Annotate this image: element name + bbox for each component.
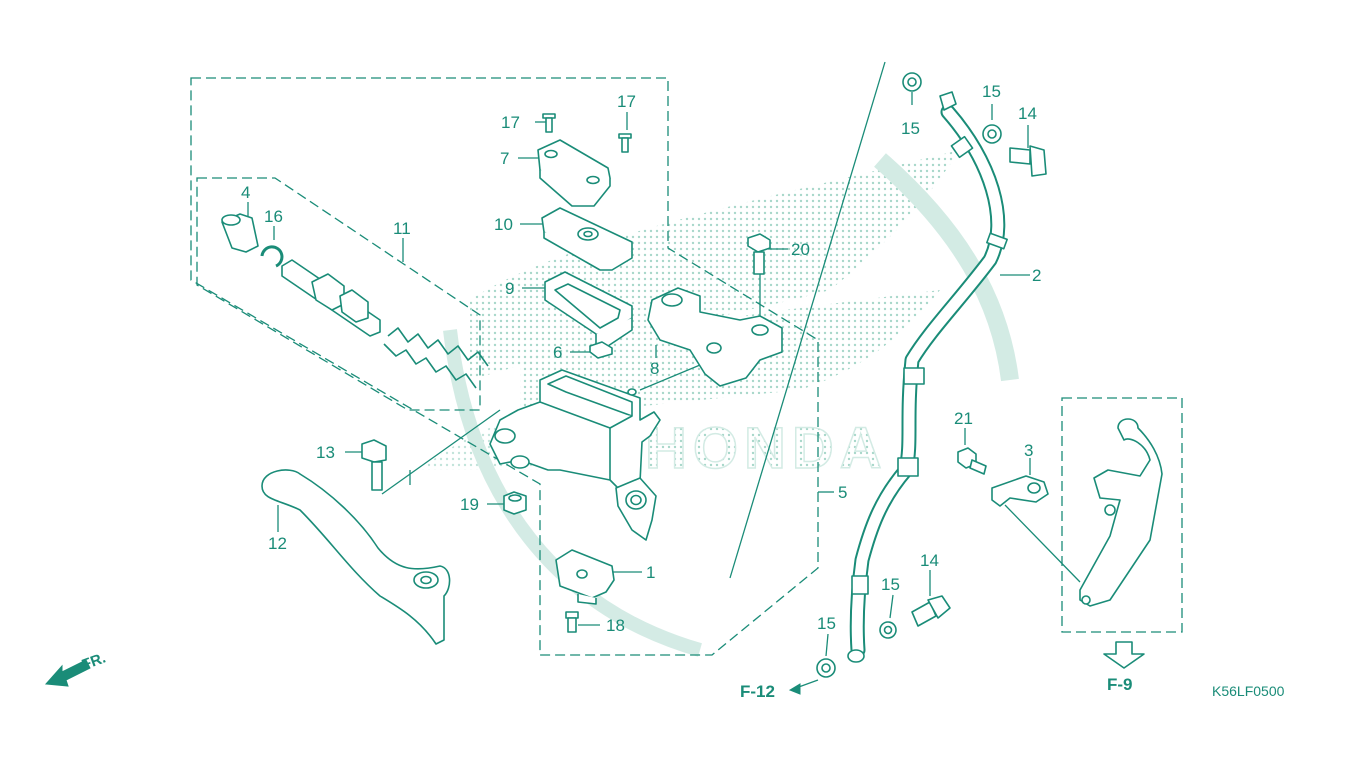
- callout-14: 14: [920, 551, 939, 570]
- brake-hose: [847, 91, 1008, 663]
- reservoir-cap: [537, 139, 611, 207]
- callout-12: 12: [268, 534, 287, 553]
- callout-17: 17: [501, 113, 520, 132]
- callout-16: 16: [264, 207, 283, 226]
- diaphragm-plate: [541, 207, 633, 271]
- callout-6: 6: [553, 343, 562, 362]
- watermark-text: HONDA: [645, 416, 888, 481]
- callout-8: 8: [650, 359, 659, 378]
- callout-14: 14: [1018, 104, 1037, 123]
- boot: [221, 213, 259, 253]
- callout-15: 15: [901, 119, 920, 138]
- callout-1: 1: [646, 563, 655, 582]
- screw-17-right: [618, 133, 632, 153]
- nut-19: [503, 491, 527, 515]
- callout-labels: 17 17 7 10 9 6 8 4 16 11 13 12 19 18 1 2…: [80, 82, 1285, 701]
- callout-19: 19: [460, 495, 479, 514]
- pivot-bolt: [361, 439, 387, 491]
- front-arrow: [44, 659, 91, 687]
- callout-18: 18: [606, 616, 625, 635]
- callout-2: 2: [1032, 266, 1041, 285]
- hose-clamp-bracket: [1079, 418, 1163, 607]
- reference-f9: F-9: [1107, 675, 1133, 694]
- callout-20: 20: [791, 240, 810, 259]
- callout-21: 21: [954, 409, 973, 428]
- switch: [555, 549, 615, 605]
- callout-3: 3: [1024, 441, 1033, 460]
- reference-f12: F-12: [740, 682, 775, 701]
- sealing-washer-bottom-left: [816, 658, 836, 678]
- bolt-21: [957, 447, 987, 475]
- callout-15: 15: [881, 575, 900, 594]
- piston-group-outline: [196, 177, 481, 411]
- hose-clamp: [991, 475, 1049, 507]
- master-cylinder-group-outline: [190, 77, 819, 656]
- callout-10: 10: [494, 215, 513, 234]
- sealing-washer-top-left: [902, 72, 922, 92]
- piston: [281, 259, 381, 337]
- plate-6: [589, 341, 613, 359]
- oil-bolt-bottom: [911, 595, 951, 627]
- sealing-washer-bottom-right: [879, 621, 897, 639]
- callout-4: 4: [241, 183, 250, 202]
- callout-17: 17: [617, 92, 636, 111]
- f12-arrow: [788, 679, 819, 695]
- master-cylinder: [489, 369, 661, 541]
- callout-15: 15: [817, 614, 836, 633]
- circlip: [260, 245, 284, 268]
- clamp-group-outline: [1061, 397, 1183, 633]
- group-outlines: [190, 77, 1183, 656]
- sealing-washer-top-right: [982, 124, 1002, 144]
- callout-9: 9: [505, 279, 514, 298]
- callout-11: 11: [393, 219, 411, 238]
- f9-arrow: [1103, 641, 1145, 669]
- callout-7: 7: [500, 149, 509, 168]
- spring: [383, 327, 489, 389]
- drawing-code: K56LF0500: [1212, 683, 1285, 699]
- front-label: FR.: [80, 650, 109, 674]
- brake-lever: [261, 469, 451, 645]
- screw-17-left: [542, 113, 556, 133]
- callout-5: 5: [838, 483, 847, 502]
- bolt-20: [747, 233, 771, 275]
- holder: [647, 287, 783, 387]
- callout-13: 13: [316, 443, 335, 462]
- screw-18: [565, 611, 579, 633]
- callout-15: 15: [982, 82, 1001, 101]
- oil-bolt-top: [1009, 145, 1047, 177]
